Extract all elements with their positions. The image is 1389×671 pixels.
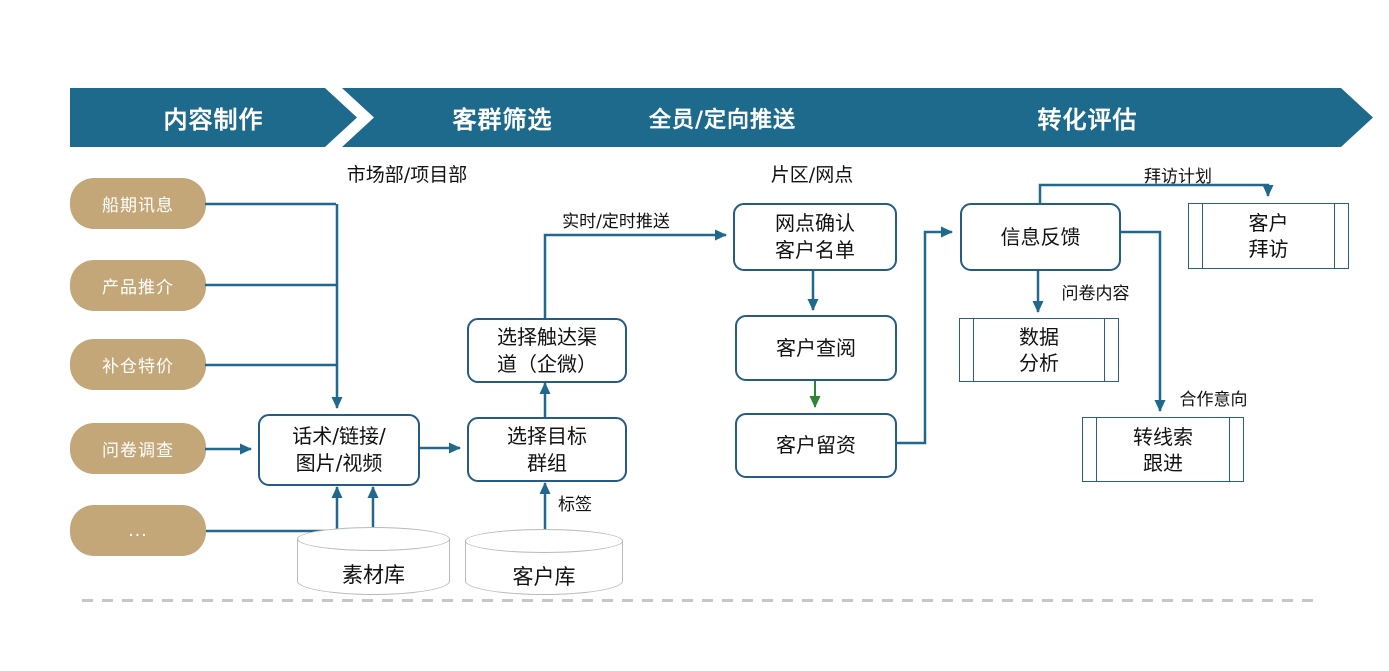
cylinder-material-db: 素材库 xyxy=(297,527,450,595)
pill-label: ... xyxy=(128,520,148,541)
node-branch-confirm-list: 网点确认 客户名单 xyxy=(733,203,897,271)
source-pill-product-promo: 产品推介 xyxy=(70,260,206,311)
node-lead-follow-up: 转线索 跟进 xyxy=(1082,417,1244,482)
pill-label: 船期讯息 xyxy=(102,196,174,216)
node-select-target-group: 选择目标 群组 xyxy=(467,417,627,482)
node-customer-view: 客户查阅 xyxy=(735,315,897,381)
node-select-channel: 选择触达渠 道（企微） xyxy=(467,318,627,383)
node-info-feedback: 信息反馈 xyxy=(960,203,1121,271)
pill-label: 产品推介 xyxy=(102,278,174,298)
stage-label: 全员/定向推送 xyxy=(648,107,797,133)
label-tag: 标签 xyxy=(558,495,592,515)
label-district-branch: 片区/网点 xyxy=(770,164,854,186)
connector-channel-to-branch xyxy=(543,229,727,318)
node-content-assets: 话术/链接/ 图片/视频 xyxy=(258,414,420,486)
node-data-analysis: 数据 分析 xyxy=(959,318,1119,382)
source-pill-survey: 问卷调查 xyxy=(70,423,206,474)
source-pill-special-price: 补仓特价 xyxy=(70,339,206,390)
stage-label: 转化评估 xyxy=(1037,106,1138,134)
cylinder-top-ellipse xyxy=(297,527,450,551)
cylinder-top-ellipse xyxy=(465,529,623,553)
stage-label: 客群筛选 xyxy=(452,106,553,134)
stage-label: 内容制作 xyxy=(163,106,264,134)
cylinder-label: 客户库 xyxy=(512,565,576,589)
node-customer-leave-info: 客户留资 xyxy=(735,413,897,478)
dashed-divider xyxy=(82,599,1318,602)
pill-label: 问卷调查 xyxy=(102,441,174,461)
label-cooperation-intent: 合作意向 xyxy=(1179,390,1248,410)
stage-banner-conversion-eval: 转化评估 xyxy=(782,88,1373,147)
connector-feedback-to-lead xyxy=(1117,230,1166,412)
pill-label: 补仓特价 xyxy=(102,357,174,377)
label-visit-plan: 拜访计划 xyxy=(1144,167,1212,187)
label-push-timing: 实时/定时推送 xyxy=(562,212,670,232)
label-survey-content: 问卷内容 xyxy=(1061,284,1130,304)
connector-feedback-to-visit xyxy=(1038,183,1274,203)
cylinder-label: 素材库 xyxy=(342,563,405,587)
source-pill-shipping-news: 船期讯息 xyxy=(70,178,206,229)
source-pill-more: ... xyxy=(70,505,206,556)
label-market-dept: 市场部/项目部 xyxy=(346,164,468,186)
connector-more-to-content xyxy=(206,486,343,533)
stage-banner-audience-filter: 客群筛选 xyxy=(342,88,643,147)
cylinder-customer-db: 客户库 xyxy=(465,529,623,595)
node-customer-visit: 客户 拜访 xyxy=(1188,203,1349,269)
stage-banner-push: 全员/定向推送 xyxy=(608,88,817,147)
connector-leaveinfo-to-feedback xyxy=(893,226,953,445)
stage-banner-content-creation: 内容制作 xyxy=(70,88,357,147)
